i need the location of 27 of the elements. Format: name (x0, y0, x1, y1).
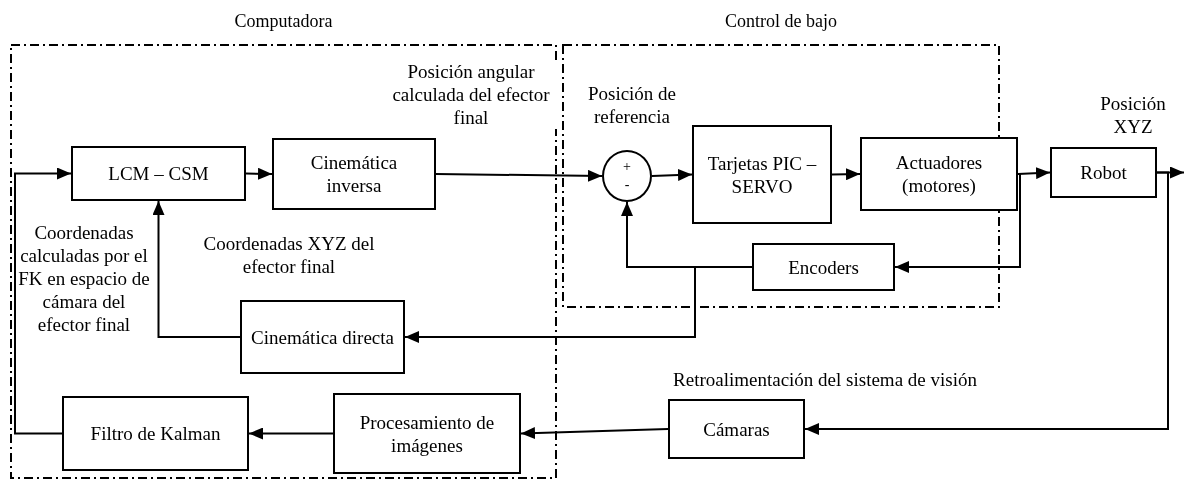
sign-symbol: - (624, 177, 630, 193)
arrow (804, 171, 1169, 435)
process-box: Tarjetas PIC – SERVO (692, 125, 832, 224)
arrow (435, 169, 603, 182)
arrow (14, 167, 72, 435)
group-title: Computadora (233, 10, 334, 33)
signal-label: Posición XYZ (1099, 92, 1167, 138)
process-box: Encoders (752, 243, 895, 291)
arrow (894, 173, 1021, 273)
process-box: Filtro de Kalman (62, 396, 249, 471)
arrow (248, 427, 334, 440)
arrow (651, 169, 693, 181)
process-box: Cinemática directa (240, 300, 405, 374)
group-title: Control de bajo (724, 10, 838, 33)
arrow (245, 167, 273, 180)
process-box: Cámaras (668, 399, 805, 459)
process-box: LCM – CSM (71, 146, 246, 201)
arrow (520, 427, 669, 440)
sign-symbol: + (623, 159, 631, 175)
process-box: Robot (1050, 147, 1157, 198)
process-box: Procesamiento de imágenes (333, 393, 521, 474)
process-box: Cinemática inversa (272, 138, 436, 210)
arrow (831, 168, 861, 181)
arrow (152, 200, 241, 338)
process-box: Actuadores (motores) (860, 137, 1018, 211)
summing-junction (602, 150, 652, 202)
signal-label: Posición de referencia (586, 82, 678, 128)
